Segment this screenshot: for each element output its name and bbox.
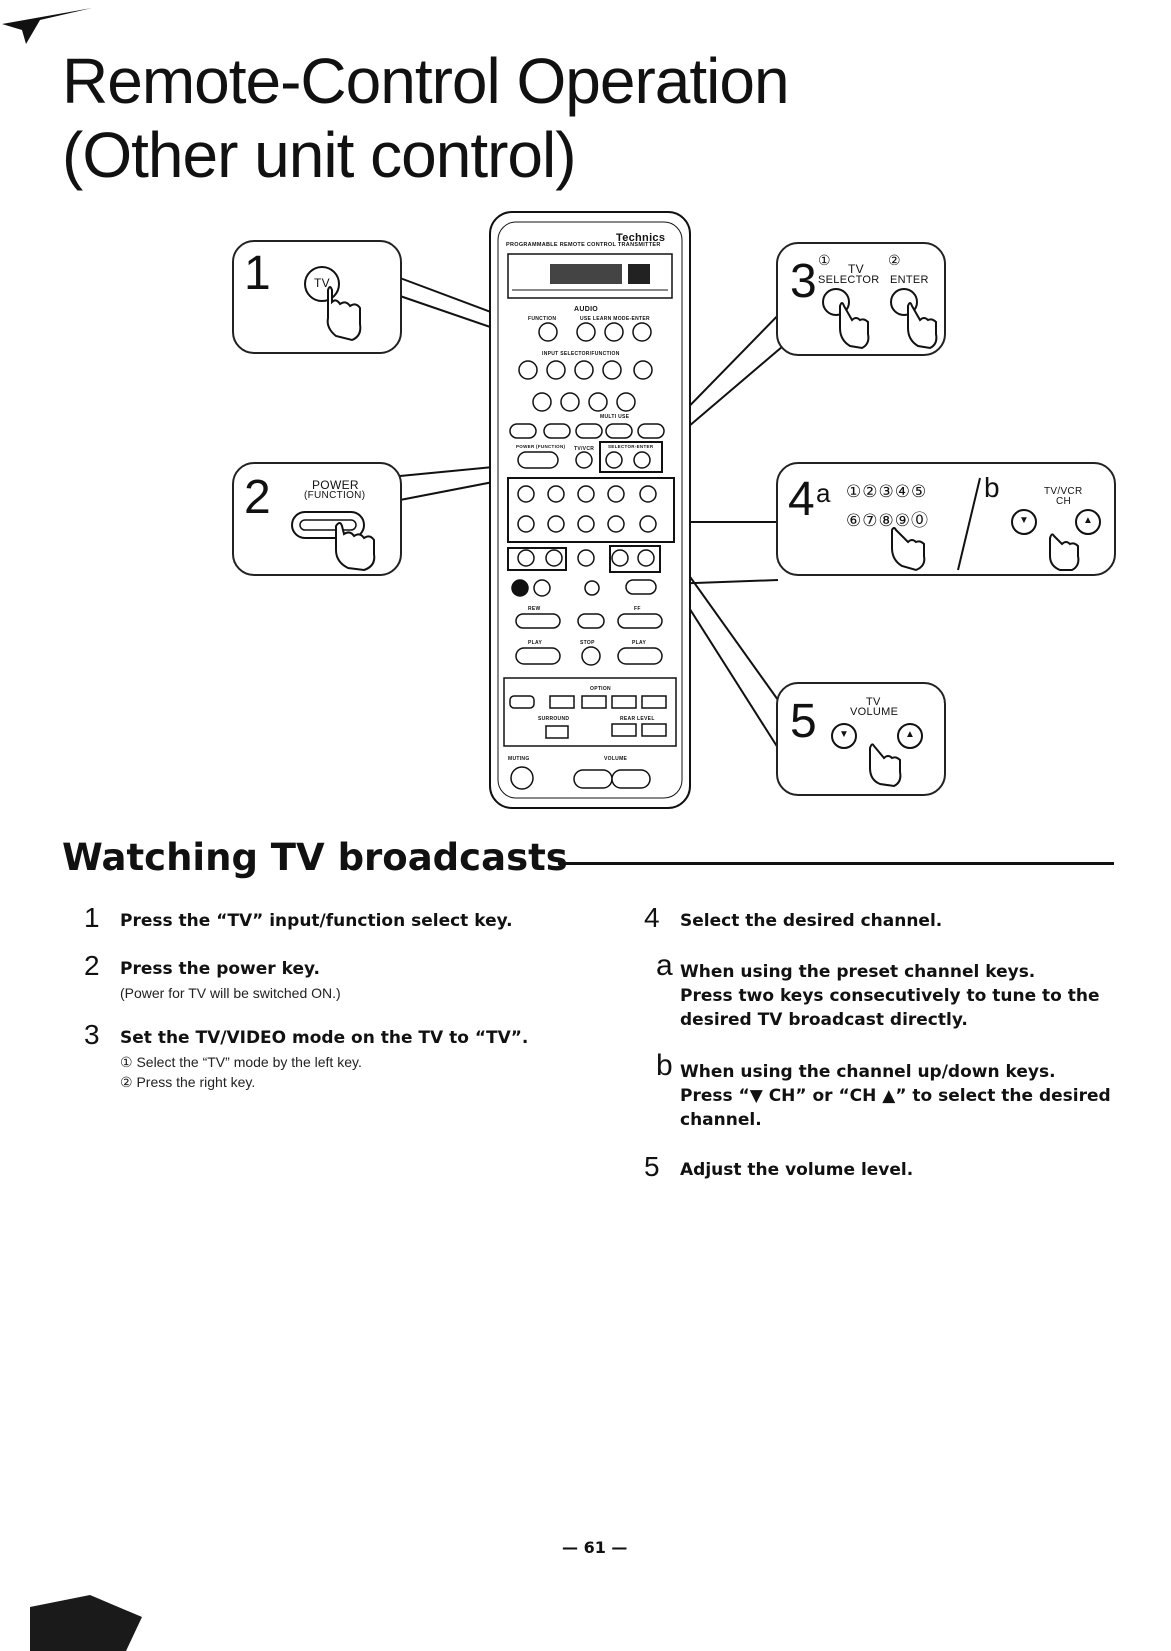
power-key-label-line2: (FUNCTION) xyxy=(304,490,366,501)
divider-slash xyxy=(957,477,981,571)
step-2-text: Press the power key. xyxy=(120,959,320,979)
step-4-text: Select the desired channel. xyxy=(680,911,943,931)
remote-label-rear-level: REAR LEVEL xyxy=(620,716,655,722)
callout-4-number: 4 xyxy=(788,473,815,526)
callout-4-sub-a: a xyxy=(816,478,831,508)
callout-card-2: 2 POWER (FUNCTION) xyxy=(232,462,402,576)
remote-label-ff: FF xyxy=(634,606,641,612)
preset-key-hand-icon xyxy=(891,527,926,572)
callout-4-sub-b: b xyxy=(984,472,1000,503)
selector-label: SELECTOR xyxy=(818,274,880,286)
power-key-label-line1: POWER xyxy=(312,478,359,492)
remote-label-stop: STOP xyxy=(580,640,595,646)
step-3-note-1: ① Select the “TV” mode by the left key. xyxy=(120,1054,362,1070)
remote-label-selector-enter: SELECTOR-ENTER xyxy=(608,444,654,449)
callout-5-number: 5 xyxy=(790,695,817,748)
tv-key-icon xyxy=(304,266,362,342)
remote-label-muting: MUTING xyxy=(508,756,530,762)
section-heading: Watching TV broadcasts xyxy=(62,836,568,879)
enter-label: ENTER xyxy=(890,274,929,286)
remote-control: Technics PROGRAMMABLE REMOTE CONTROL TRA… xyxy=(488,210,692,810)
step-4-number: 4 xyxy=(644,902,660,933)
remote-label-use-learn-mode: USE LEARN MODE-ENTER xyxy=(580,316,650,322)
power-key-icon xyxy=(291,511,376,572)
remote-label-play-rev: PLAY xyxy=(528,640,543,646)
callout-card-3: 3 ① TV ② SELECTOR ENTER xyxy=(776,242,946,356)
page-title: Remote-Control Operation (Other unit con… xyxy=(62,44,790,192)
ch-label-line2: CH xyxy=(1056,496,1072,507)
tv-key-label: TV xyxy=(314,276,330,290)
remote-control-diagram: Technics PROGRAMMABLE REMOTE CONTROL TRA… xyxy=(0,200,1171,820)
option-b-line-3: channel. xyxy=(680,1110,762,1130)
selector-marker-1: ① xyxy=(818,252,831,268)
step-5-number: 5 xyxy=(644,1151,660,1182)
step-1-number: 1 xyxy=(84,902,100,933)
step-2-number: 2 xyxy=(84,950,100,981)
title-line-2: (Other unit control) xyxy=(62,119,577,191)
corner-registration-mark xyxy=(2,8,92,44)
title-line-1: Remote-Control Operation xyxy=(62,45,790,117)
section-rule xyxy=(558,862,1114,865)
selector-tv-label: TV xyxy=(848,262,864,276)
step-5-text: Adjust the volume level. xyxy=(680,1160,914,1180)
ch-label-line1: TV/VCR xyxy=(1044,486,1083,497)
option-b-letter: b xyxy=(656,1049,673,1082)
ch-up-arrow-icon: ▲ xyxy=(1083,515,1094,526)
remote-label-input-function: INPUT SELECTOR/FUNCTION xyxy=(542,351,620,357)
step-3-text: Set the TV/VIDEO mode on the TV to “TV”. xyxy=(120,1028,529,1048)
step-1-text: Press the “TV” input/function select key… xyxy=(120,911,513,931)
callout-card-4: 4 a ①②③④⑤ ⑥⑦⑧⑨⓪ b TV/VCR CH ▼ ▲ xyxy=(776,462,1116,576)
volume-keys-icon xyxy=(831,723,923,788)
option-a-letter: a xyxy=(656,949,673,982)
option-a-line-2: Press two keys consecutively to tune to … xyxy=(680,986,1100,1006)
callout-card-1: 1 TV xyxy=(232,240,402,354)
remote-label-multi-use: MULTI USE xyxy=(600,414,630,420)
volume-up-arrow-icon: ▲ xyxy=(905,729,916,740)
callout-1-number: 1 xyxy=(244,247,271,300)
remote-label-audio: AUDIO xyxy=(574,306,599,313)
enter-marker-2: ② xyxy=(888,252,901,268)
step-3-number: 3 xyxy=(84,1019,100,1050)
volume-label-line2: VOLUME xyxy=(850,706,899,718)
remote-label-surround: SURROUND xyxy=(538,716,570,722)
option-b-line-2: Press “▼ CH” or “CH ▲” to select the des… xyxy=(680,1086,1111,1106)
step-3-note-2: ② Press the right key. xyxy=(120,1074,256,1090)
remote-label-rew: REW xyxy=(528,606,541,612)
option-b-line-1: When using the channel up/down keys. xyxy=(680,1062,1056,1082)
remote-label-tvvcr: TV/VCR xyxy=(574,446,595,452)
remote-body xyxy=(489,211,691,809)
scan-corner-mark xyxy=(30,1595,142,1651)
remote-brand: Technics xyxy=(616,232,666,244)
preset-keys-row-2: ⑥⑦⑧⑨⓪ xyxy=(846,511,929,530)
remote-label-power-function: POWER (FUNCTION) xyxy=(516,444,566,449)
volume-label-line1: TV xyxy=(866,696,881,708)
remote-label-function: FUNCTION xyxy=(528,316,557,322)
preset-keys-row-1: ①②③④⑤ xyxy=(846,482,928,501)
callout-2-number: 2 xyxy=(244,471,271,524)
channel-keys-icon xyxy=(1011,509,1101,571)
callout-3-number: 3 xyxy=(790,255,817,308)
option-a-line-3: desired TV broadcast directly. xyxy=(680,1010,968,1030)
selector-enter-keys-icon xyxy=(822,288,938,350)
option-a-line-1: When using the preset channel keys. xyxy=(680,962,1036,982)
remote-label-option: OPTION xyxy=(590,686,611,692)
remote-caption: PROGRAMMABLE REMOTE CONTROL TRANSMITTER xyxy=(506,242,661,248)
callout-card-5: 5 TV VOLUME ▼ ▲ xyxy=(776,682,946,796)
ch-down-arrow-icon: ▼ xyxy=(1019,515,1030,526)
volume-down-arrow-icon: ▼ xyxy=(839,729,850,740)
remote-label-play: PLAY xyxy=(632,640,647,646)
remote-label-volume: VOLUME xyxy=(604,756,628,762)
step-2-note: (Power for TV will be switched ON.) xyxy=(120,985,341,1001)
page-number: — 61 — xyxy=(562,1538,628,1557)
